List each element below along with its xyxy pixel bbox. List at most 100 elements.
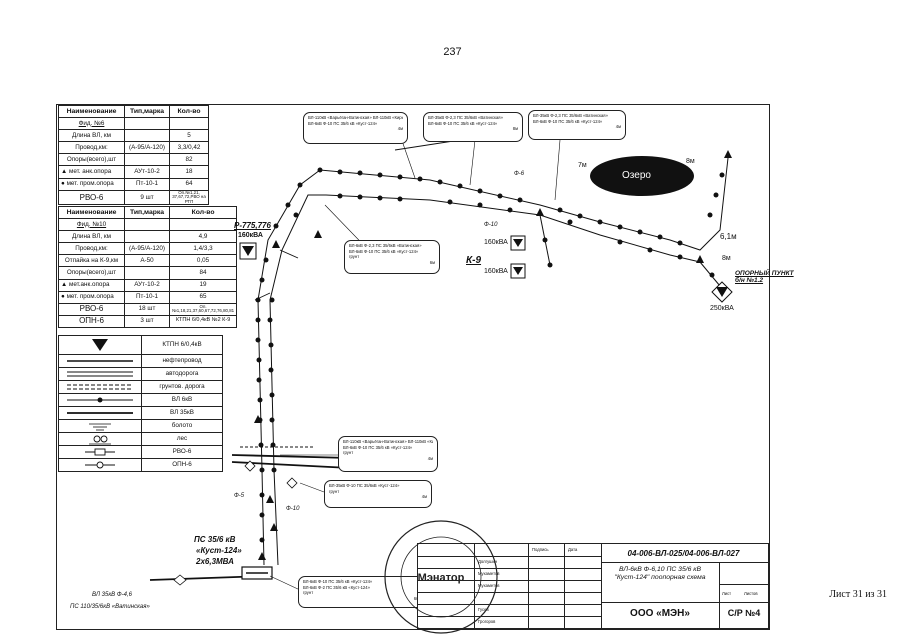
crossing-callout: ВЛ-35кВ Ф-10 ПС 35/6кВ «Куст-124» грунт … (324, 480, 432, 508)
crossing-callout: ВЛ-6кВ Ф-2,3 ПС 35/6кВ «Ватинская» ВЛ-6к… (344, 240, 440, 274)
table-cell: ОПН-6 (58, 314, 125, 328)
callout-line: 4м (397, 126, 403, 131)
title-block-small: Мухаметов (478, 571, 500, 576)
legend-symbol (59, 368, 142, 380)
vl35-line-icon (67, 412, 133, 414)
legend-symbol (59, 394, 142, 406)
table-cell-text: мет. пром.опора (66, 293, 114, 301)
table-cell-text: мет.анк.опора (68, 281, 110, 289)
table-cell: Оп.№1,21, 37,67,72,РВО на РТП (169, 189, 209, 206)
legend-row: лес (59, 432, 222, 445)
page-number: 237 (443, 46, 462, 58)
span-label: 7м (578, 162, 587, 169)
callout-line: 4м (615, 124, 621, 129)
callout-line: 4м (427, 455, 433, 461)
title-block-divider (418, 568, 601, 569)
title-block-divider (601, 602, 770, 603)
table-cell: 3 шт (124, 314, 170, 328)
drawing-title: ВЛ-6кВ Ф-6,10 ПС 35/6 кВ "Куст-124" пооп… (614, 566, 706, 581)
legend-label: ОПН-6 (172, 461, 192, 468)
vl35-label: ВЛ 35кВ Ф-4,6 (92, 592, 132, 598)
feeder6-spec-table: Наименование Тип,марка Кол-во Фид. №6 Дл… (58, 104, 209, 206)
title-block-divider (601, 562, 770, 563)
support-point-power: 250кВА (710, 305, 734, 312)
drawing-frame (56, 104, 770, 630)
callout-line: ВЛ-110кВ «Варьёган-Ватинская» ВЛ-110кВ «… (343, 439, 433, 444)
callout-line: ВЛ-6кВ Ф-10 ПС 35/6 кВ «Куст-124» (428, 120, 498, 126)
table-cell-text: мет. анк.опора (68, 168, 112, 176)
title-block-small: Гусев (478, 607, 489, 612)
f10-bottom-label: Ф-10 (286, 506, 300, 512)
crossing-callout: ВЛ-6кВ Ф-10 ПС 35/6 кВ «Куст-124» ВЛ-6кВ… (298, 576, 424, 608)
title-block-divider (418, 556, 601, 557)
tp-left-label: Р-775,776 (234, 221, 271, 230)
anchor-support-icon: ▲ (61, 168, 68, 176)
intermediate-support-icon: ● (61, 293, 65, 301)
dirt-road-icon (67, 384, 133, 390)
legend-row: ОПН-6 (59, 458, 222, 471)
table-cell-text: мет. пром.опора (66, 180, 114, 188)
legend-symbol (59, 407, 142, 419)
stamp-text: Мэнатор (418, 572, 465, 584)
title-block-small: Листов (744, 591, 758, 596)
callout-line: ВЛ-6кВ Ф-10 ПС 35/6 кВ «Куст-124» (303, 579, 373, 584)
k9-power-1: 160кВА (484, 239, 508, 246)
title-block-small: Подпись (532, 547, 549, 552)
transformer-substation-icon (92, 339, 108, 351)
span-label: 8м (686, 158, 695, 165)
lake-shape (590, 156, 694, 196)
crossing-callout: ВЛ-110кВ «Варьёган-Ватинская» ВЛ-110кВ «… (338, 436, 438, 472)
callout-line: грунт (303, 590, 314, 595)
callout-line: 6м (429, 259, 435, 265)
legend-row: РВО-6 (59, 445, 222, 458)
feeder10-spec-table: Наименование Тип,марка Кол-во Фид. №10 Д… (58, 205, 238, 328)
legend-row: ВЛ 35кВ (59, 406, 222, 419)
legend-label: автодорога (165, 370, 199, 377)
legend-row: автодорога (59, 367, 222, 380)
legend-row: ВЛ 6кВ (59, 393, 222, 406)
forest-icon (89, 435, 111, 445)
callout-line: грунт (343, 450, 354, 455)
crossing-callout: ВЛ-35кВ Ф-2,3 ПС 35/6кВ «Ватинская» ВЛ-6… (528, 110, 626, 140)
title-block-small: Лист (722, 591, 732, 596)
intermediate-support-icon: ● (61, 180, 65, 188)
callout-line: 6м (303, 596, 419, 602)
callout-line: ВЛ-6кВ Ф-10 ПС 35/6 кВ «Куст-124» (308, 120, 378, 126)
k9-power-2: 160кВА (484, 268, 508, 275)
pole-markers (255, 167, 725, 543)
ps110-label: ПС 110/35/6кВ «Ватинская» (70, 604, 150, 610)
title-block-grid (418, 544, 602, 630)
substation-quote: «Куст-124» (196, 546, 242, 555)
legend-symbol (59, 336, 142, 354)
legend-row: нефтепровод (59, 354, 222, 367)
approval-stamp: Мэнатор (384, 520, 498, 634)
legend-symbol (59, 433, 142, 445)
callout-line: ВЛ-6кВ Ф-2 ПС 35/6 кВ «Куст-124» (303, 584, 370, 590)
title-block-divider (418, 580, 601, 581)
vl35-lines (149, 454, 351, 581)
vl6-line-icon (67, 397, 133, 403)
title-block-divider (719, 562, 720, 630)
legend-row: КТПН 6/0,4кВ (59, 336, 222, 354)
substation-name: ПС 35/6 кВ (194, 535, 236, 544)
callout-line: ВЛ-110кВ «Варьёган-Ватинская» ВЛ-110кВ «… (308, 115, 403, 120)
legend-label: болото (171, 422, 193, 429)
anchor-supports (254, 150, 732, 560)
callout-line: 8м (512, 126, 518, 131)
legend-label: лес (176, 435, 188, 442)
callout-line: ВЛ-6кВ Ф-10 ПС 35/6 кВ «Куст-124» (349, 248, 419, 254)
title-block-divider (418, 592, 601, 593)
callout-line: ВЛ-35кВ Ф-10 ПС 35/6кВ «Куст-124» (329, 483, 400, 488)
road-icon (67, 371, 133, 377)
title-block-divider (719, 584, 770, 585)
legend-label: ВЛ 35кВ (170, 409, 194, 416)
callout-line: ВЛ-6кВ Ф-10 ПС 35/6 кВ «Куст-124» (343, 444, 413, 450)
organization-name: ООО «МЭН» (630, 608, 690, 619)
callout-line: грунт (329, 488, 340, 494)
title-block-small: Мухаметов (478, 583, 500, 588)
support-point-label: ОПОРНЫЙ ПУНКТ б/н №1.2 (735, 270, 794, 284)
legend-label: грунтов. дорога (159, 383, 205, 390)
legend-symbol (59, 459, 142, 471)
crossing-callout: ВЛ-110кВ «Варьёган-Ватинская» ВЛ-110кВ «… (303, 112, 408, 144)
k9-label: К-9 (466, 255, 482, 266)
